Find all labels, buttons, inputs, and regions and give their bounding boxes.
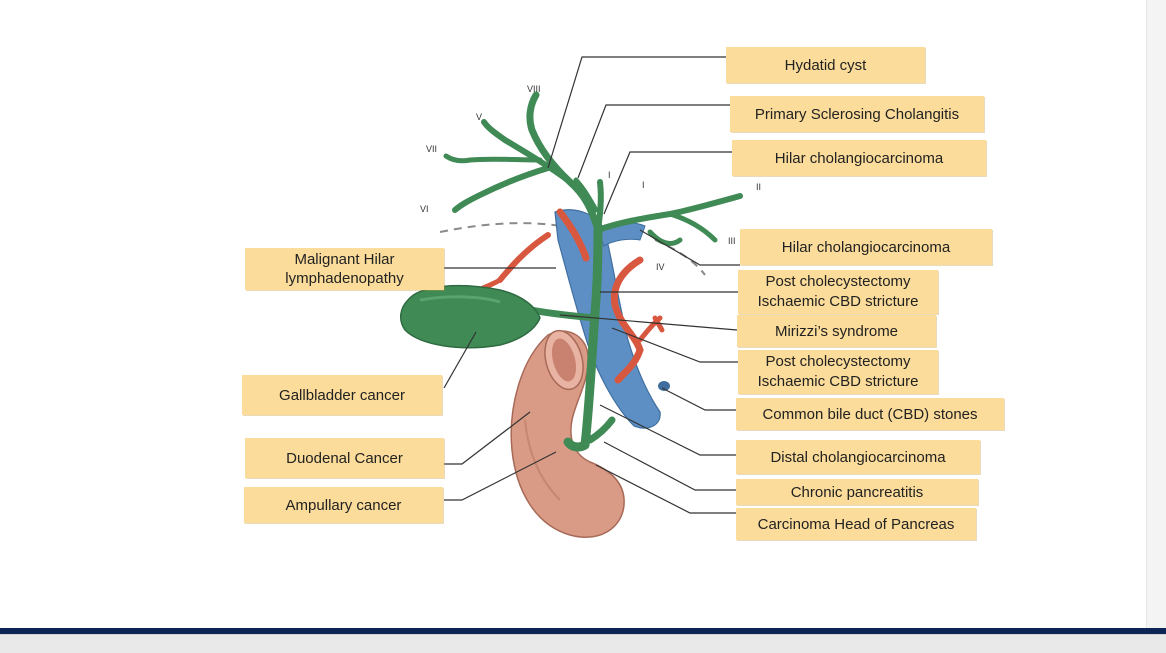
label-hilar-cholangiocarcinoma-lower: Hilar cholangiocarcinoma (740, 229, 992, 265)
label-text-line2: lymphadenopathy (285, 270, 404, 287)
label-text: Common bile duct (CBD) stones (762, 405, 978, 423)
label-primary-sclerosing-cholangitis: Primary Sclerosing Cholangitis (730, 96, 984, 132)
label-text: Primary Sclerosing Cholangitis (754, 105, 960, 123)
gallbladder (400, 284, 600, 349)
duodenum (510, 329, 625, 538)
leader-lines (443, 56, 740, 514)
label-text: Distal cholangiocarcinoma (770, 448, 946, 466)
label-gallbladder-cancer: Gallbladder cancer (242, 375, 442, 415)
label-text: Hilar cholangiocarcinoma (774, 149, 944, 167)
label-malignant-hilar-lymphadenopathy: Malignant Hilar lymphadenopathy (245, 248, 444, 290)
label-distal-cholangiocarcinoma: Distal cholangiocarcinoma (736, 440, 980, 474)
label-post-cholecystectomy-ischaemic-upper: Post cholecystectomy Ischaemic CBD stric… (738, 270, 938, 314)
segment-label-iv: IV (656, 262, 665, 272)
label-text-line1: Post cholecystectomy (765, 273, 911, 290)
label-cbd-stones: Common bile duct (CBD) stones (736, 398, 1004, 430)
label-text: Ampullary cancer (285, 496, 402, 514)
label-text-line1: Post cholecystectomy (765, 353, 911, 370)
segment-label-iii: III (728, 236, 736, 246)
leader-carc-head-panc (595, 464, 736, 514)
biliary-anatomy-diagram: VIII V VII VI I I II III IV (400, 56, 761, 538)
segment-label-v: V (476, 112, 482, 122)
viewer-scrollbar[interactable] (1146, 0, 1166, 628)
segment-label-viii: VIII (527, 84, 541, 94)
leader-hydatid (547, 56, 726, 169)
leader-duodenal-cancer (444, 411, 531, 465)
bile-duct-tree (443, 91, 743, 452)
label-text: Carcinoma Head of Pancreas (757, 515, 955, 533)
label-carcinoma-head-of-pancreas: Carcinoma Head of Pancreas (736, 508, 976, 540)
label-text: Duodenal Cancer (286, 449, 403, 467)
label-text: Gallbladder cancer (279, 386, 405, 404)
label-text-line2: Ischaemic CBD stricture (757, 293, 919, 310)
leader-hilar-2 (639, 229, 740, 266)
segment-label-vi: VI (420, 204, 429, 214)
slide: VIII V VII VI I I II III IV Hydatid cy (242, 47, 1004, 540)
label-text-line2: Ischaemic CBD stricture (757, 373, 919, 390)
label-mirizzi-syndrome: Mirizzi’s syndrome (737, 315, 936, 347)
viewer-bottom-bar (0, 634, 1166, 653)
leader-distal-chol (599, 404, 736, 456)
leader-mirizzi (559, 314, 738, 331)
label-post-cholecystectomy-ischaemic-lower: Post cholecystectomy Ischaemic CBD stric… (738, 350, 938, 394)
label-text: Hilar cholangiocarcinoma (781, 238, 951, 256)
segment-label-vii: VII (426, 144, 437, 154)
leader-gallbladder-cancer (443, 331, 477, 389)
label-ampullary-cancer: Ampullary cancer (244, 487, 443, 523)
label-chronic-pancreatitis: Chronic pancreatitis (736, 479, 978, 505)
footer-rule (0, 628, 1166, 634)
label-text-line1: Malignant Hilar (294, 251, 395, 268)
segment-label-i-left: I (608, 170, 611, 180)
label-text: Chronic pancreatitis (790, 483, 924, 501)
segment-label-ii: II (756, 182, 761, 192)
leader-ampullary-cancer (444, 451, 557, 501)
label-duodenal-cancer: Duodenal Cancer (245, 438, 444, 478)
leader-post-chole-2 (611, 327, 738, 363)
segment-label-i-right: I (642, 180, 645, 190)
leader-chronic-panc (603, 441, 736, 491)
leader-hilar-1 (603, 151, 732, 215)
liver-edge-outline (439, 222, 561, 233)
leader-cbd-stones (661, 387, 736, 411)
label-hilar-cholangiocarcinoma-upper: Hilar cholangiocarcinoma (732, 140, 986, 176)
leader-psc (577, 104, 730, 179)
label-hydatid-cyst: Hydatid cyst (726, 47, 925, 83)
label-text: Mirizzi’s syndrome (774, 322, 899, 340)
label-text: Hydatid cyst (784, 56, 867, 74)
